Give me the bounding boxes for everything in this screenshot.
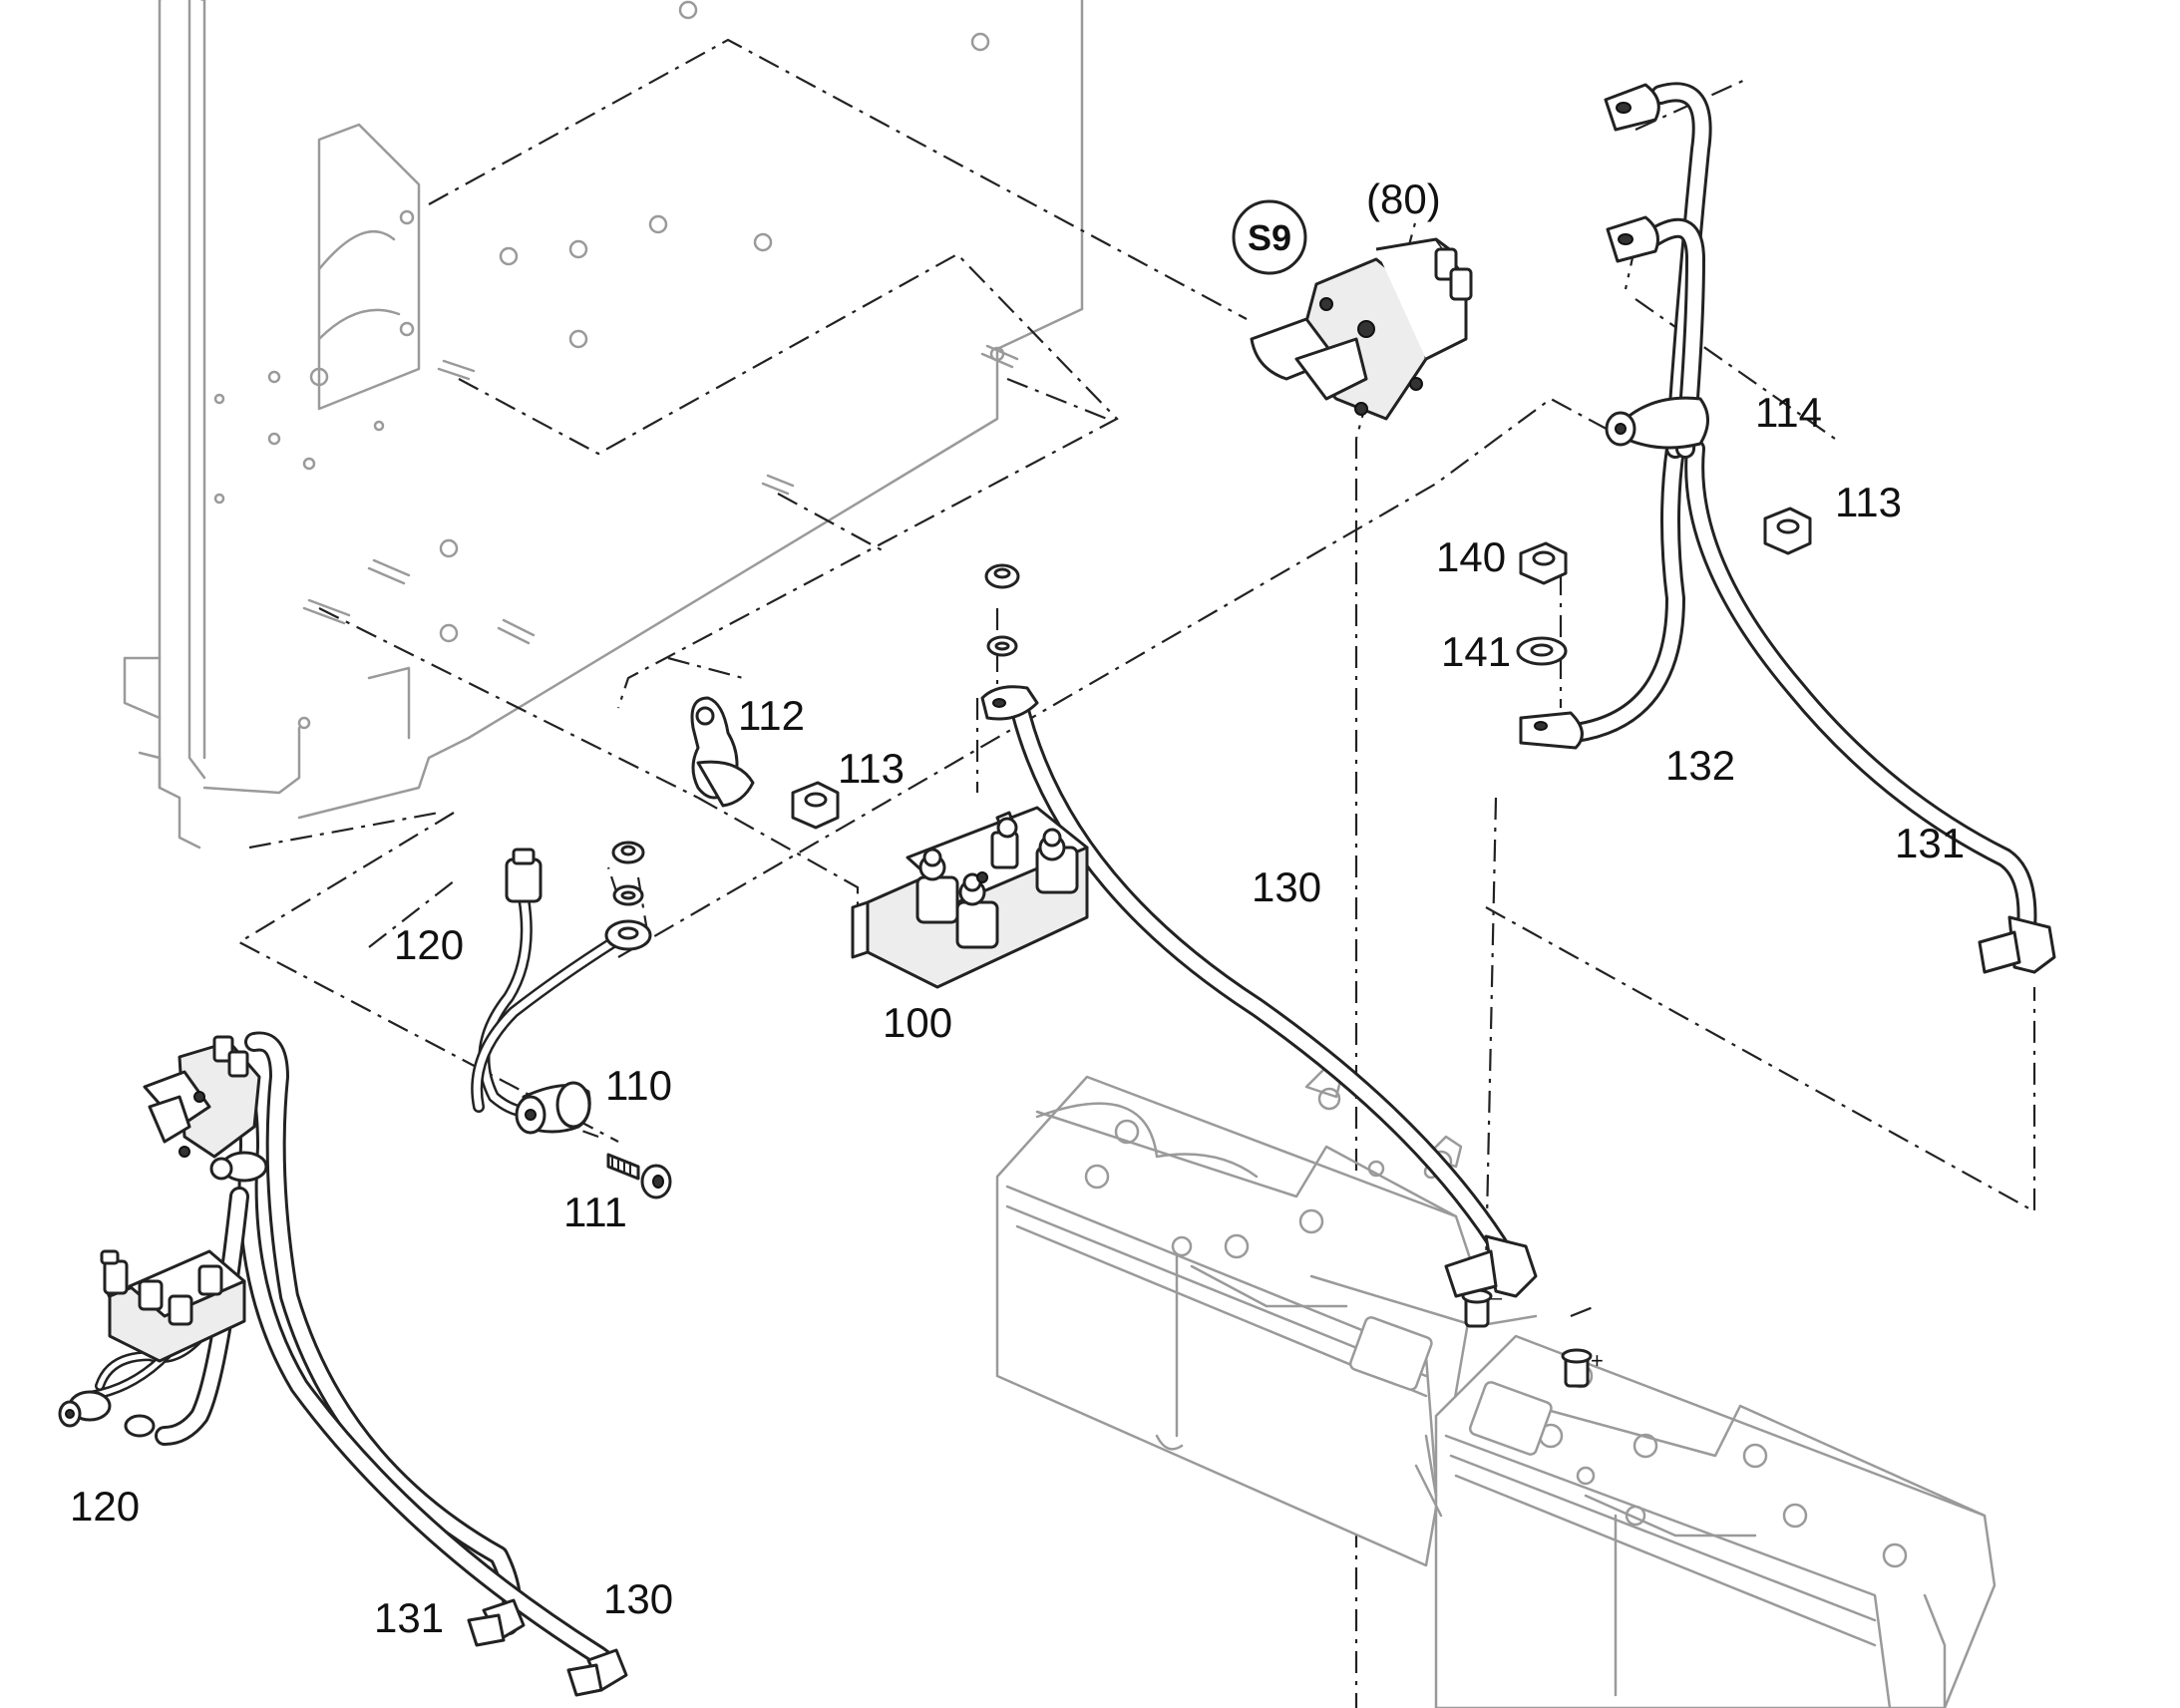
clamp-110 xyxy=(515,1081,591,1135)
badge-s9-label: S9 xyxy=(1248,217,1291,258)
relay-100 xyxy=(851,806,1089,989)
nut-140 xyxy=(1519,541,1568,585)
callout-132: 132 xyxy=(1665,742,1735,789)
chassis-frame xyxy=(123,0,1084,850)
callout-114: 114 xyxy=(1755,389,1822,436)
callout-140: 140 xyxy=(1436,533,1506,580)
callout-111: 111 xyxy=(563,1189,627,1235)
washer-141 xyxy=(1516,636,1568,666)
badge-s9: S9 xyxy=(1232,199,1307,275)
screw-111 xyxy=(606,1153,672,1199)
relay-hardware xyxy=(611,563,1020,906)
callout-113-left: 113 xyxy=(838,745,905,792)
cable-132 xyxy=(1519,439,1685,750)
callout-labels: (80) 114 113 140 141 132 131 112 113 130… xyxy=(70,175,1965,1641)
battery-left xyxy=(995,1075,1538,1567)
callout-100: 100 xyxy=(883,999,952,1046)
cable-131 xyxy=(1684,439,2056,974)
battery-right xyxy=(1414,1334,1997,1708)
callout-131-right: 131 xyxy=(1895,820,1965,866)
nut-113-right xyxy=(1763,507,1812,555)
callout-130-right: 130 xyxy=(1252,863,1321,910)
callout-120-upper: 120 xyxy=(394,921,464,968)
clamp-112 xyxy=(690,696,755,808)
callout-112: 112 xyxy=(738,692,805,739)
callout-80: (80) xyxy=(1366,175,1441,222)
callout-110: 110 xyxy=(605,1062,672,1109)
cable-loop-upper xyxy=(1604,82,1712,459)
callout-113-right: 113 xyxy=(1835,479,1902,525)
clamp-114 xyxy=(1605,396,1709,450)
battery-plus-sign: + xyxy=(1591,1348,1604,1373)
callout-141: 141 xyxy=(1441,628,1511,675)
callout-130-lower: 130 xyxy=(603,1575,673,1622)
nut-113-left xyxy=(791,781,840,830)
battery-terminals: – + xyxy=(1304,1065,1604,1388)
callout-131-lower: 131 xyxy=(374,1594,444,1641)
callout-120-lower: 120 xyxy=(70,1483,140,1530)
cable-130 xyxy=(980,685,1538,1298)
assembled-view xyxy=(58,1031,628,1697)
battery-switch-80 xyxy=(1250,237,1473,421)
